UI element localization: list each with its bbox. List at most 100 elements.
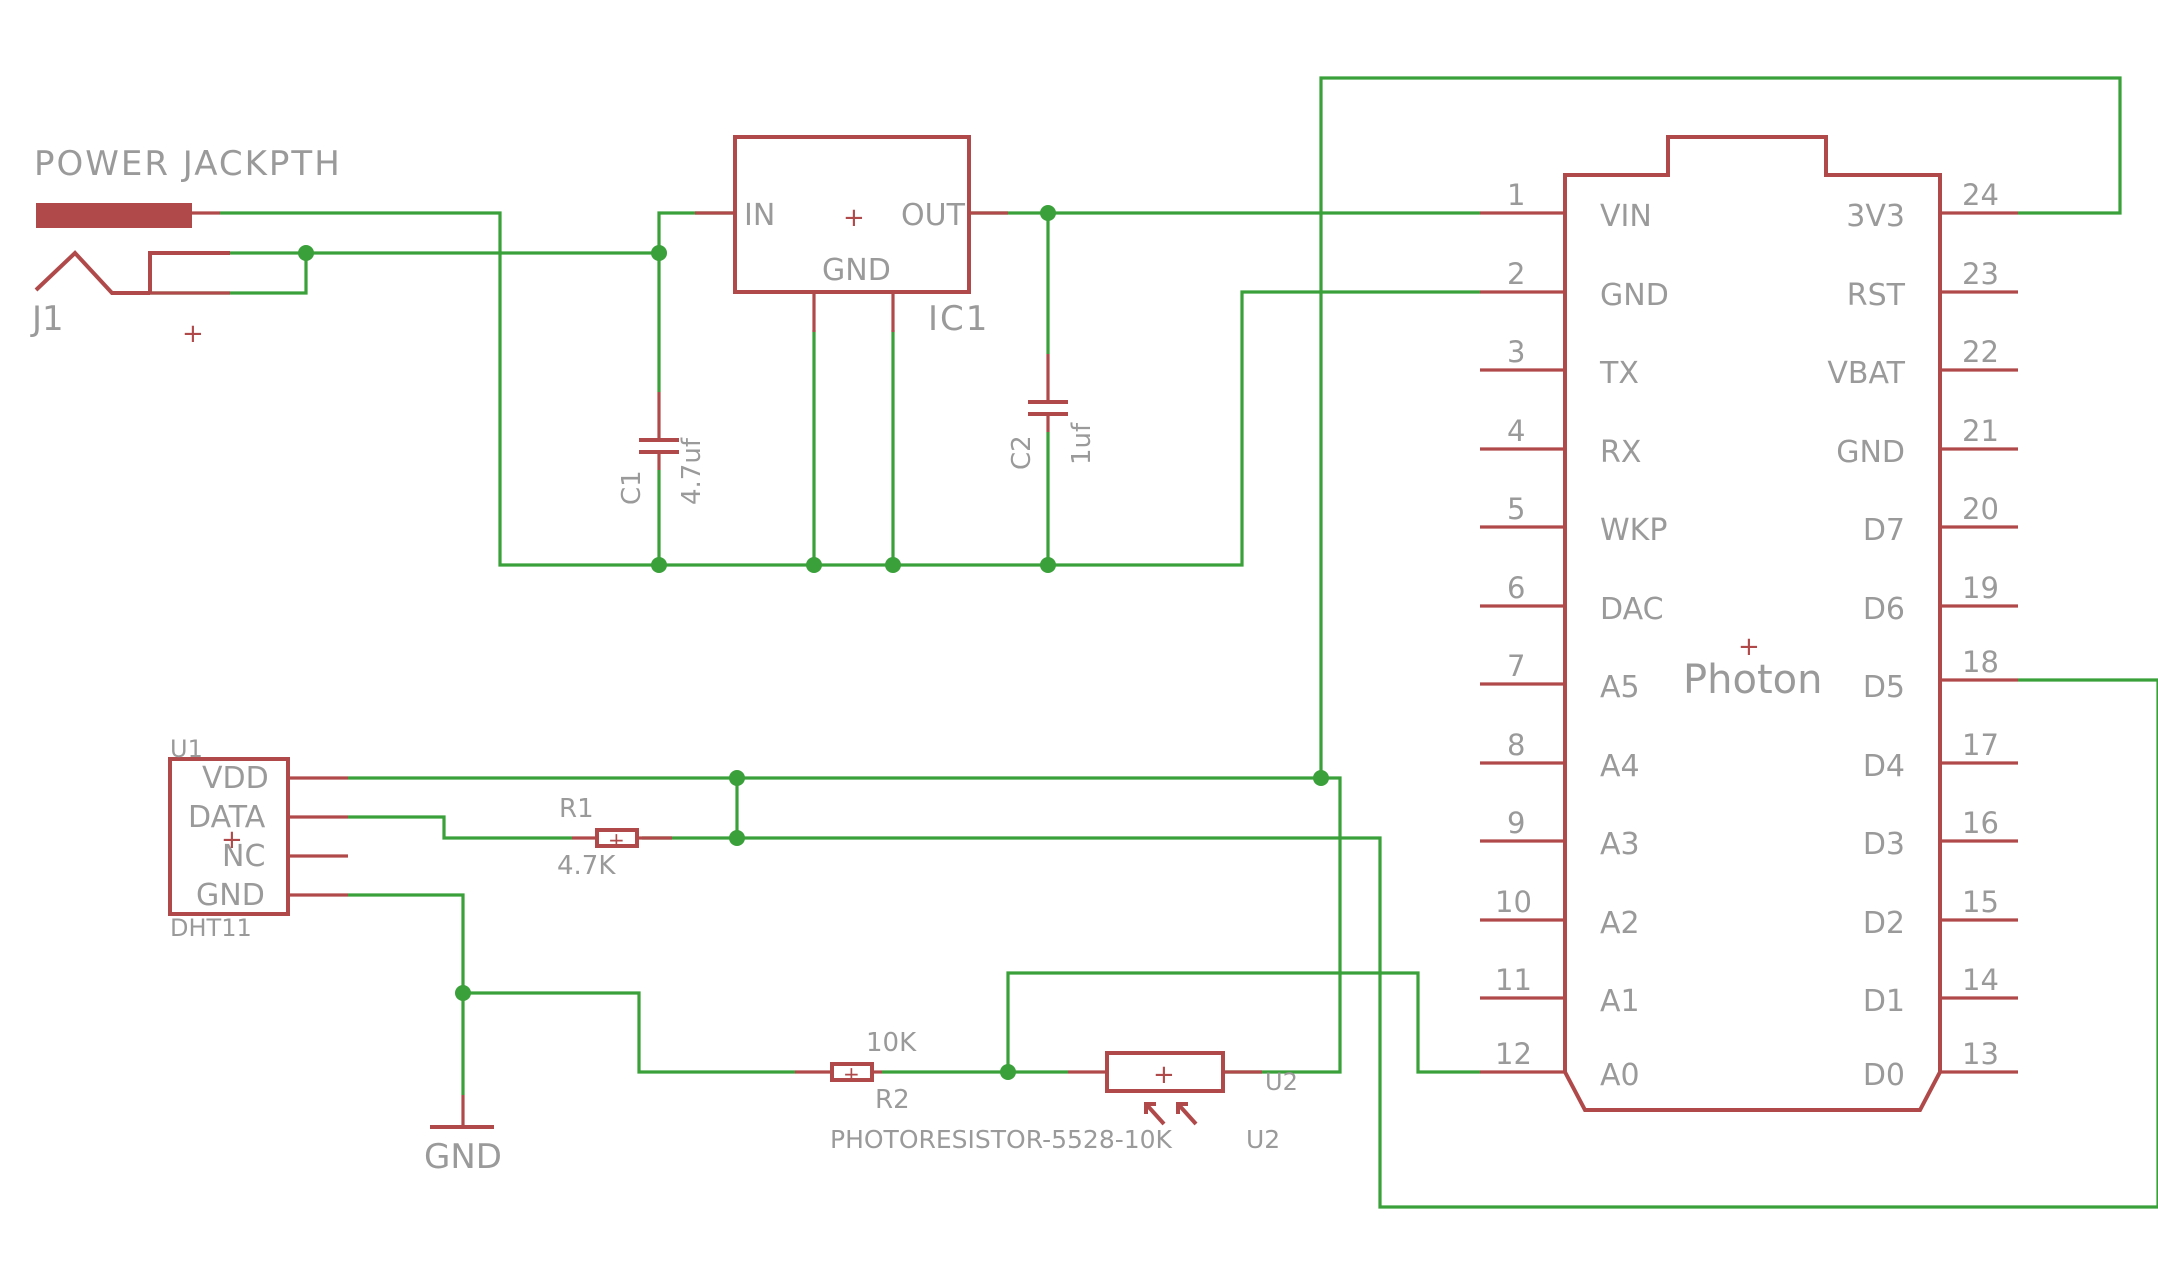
- junction: [1313, 770, 1329, 786]
- photoresistor-ref: U2: [1246, 1125, 1280, 1154]
- r1-plus: +: [608, 828, 625, 852]
- pin-name: D4: [1863, 749, 1905, 784]
- pin-number: 2: [1507, 257, 1525, 291]
- photoresistor-ref-right: U2: [1265, 1068, 1298, 1096]
- photoresistor-plus: +: [1153, 1060, 1175, 1090]
- wire-in: [657, 211, 735, 253]
- resistor-r2: + 10K R2: [795, 1028, 917, 1115]
- power-jack-ref: J1: [30, 299, 64, 339]
- pin-name: 3V3: [1846, 199, 1905, 234]
- pin-number: 21: [1962, 414, 1999, 448]
- r2-value: 10K: [866, 1028, 917, 1058]
- ground-label: GND: [424, 1137, 502, 1177]
- wire-vdd: [348, 776, 1342, 1074]
- dht11-body: [168, 757, 290, 916]
- photon-pin-left: 1 VIN: [1480, 178, 1652, 234]
- photoresistor-u2: + U2 PHOTORESISTOR-5528-10K U2: [830, 1051, 1298, 1154]
- photon-pin-right: 18 D5: [1863, 645, 2018, 705]
- pin-number: 16: [1962, 806, 1999, 840]
- junctions: [298, 205, 1329, 1080]
- regulator-gnd-label: GND: [822, 253, 891, 288]
- light-arrows-icon: [1144, 1102, 1198, 1126]
- photon-pin-left: 11 A1: [1480, 963, 1640, 1019]
- junction: [1040, 557, 1056, 573]
- pin-number: 18: [1962, 645, 1999, 679]
- regulator-plus: +: [843, 203, 865, 233]
- power-jack-j1: POWER JACKPTH J1 +: [30, 144, 340, 349]
- pin-name: A2: [1600, 906, 1640, 941]
- pin-name: A5: [1600, 670, 1640, 705]
- pin-name: DAC: [1600, 592, 1664, 627]
- c1-value: 4.7uf: [677, 437, 707, 505]
- pin-name: D1: [1863, 984, 1905, 1019]
- photon-pin-left: 12 A0: [1480, 1037, 1640, 1093]
- pin-name: A0: [1600, 1058, 1640, 1093]
- dht11-sensor: U1 VDD DATA NC GND + DHT11: [168, 735, 348, 942]
- photon-pin-left: 4 RX: [1480, 414, 1641, 470]
- pin-number: 17: [1962, 728, 1999, 762]
- pin-number: 12: [1495, 1037, 1532, 1071]
- regulator-in-label: IN: [744, 198, 775, 233]
- junction: [885, 557, 901, 573]
- c2-value: 1uf: [1067, 422, 1097, 465]
- wire-dht-gnd: [348, 893, 465, 1095]
- photon-pin-right: 21 GND: [1836, 414, 2018, 470]
- photon-pin-left: 9 A3: [1480, 806, 1640, 862]
- dht11-pin-label: DATA: [188, 800, 266, 835]
- photon-pin-right: 23 RST: [1847, 257, 2018, 313]
- photoresistor-name: PHOTORESISTOR-5528-10K: [830, 1125, 1173, 1154]
- junction: [1000, 1064, 1016, 1080]
- power-jack-pin-bar: [36, 203, 192, 228]
- junction: [298, 245, 314, 261]
- photon-pin-right: 22 VBAT: [1827, 335, 2018, 391]
- r2-plus: +: [843, 1062, 860, 1086]
- pin-name: VIN: [1600, 199, 1652, 234]
- pin-number: 24: [1962, 178, 1999, 212]
- regulator-out-label: OUT: [901, 198, 966, 233]
- photon-pin-right: 24 3V3: [1846, 178, 2018, 234]
- junction: [729, 830, 745, 846]
- capacitor-c2: C2 1uf: [1007, 354, 1097, 470]
- pin-number: 11: [1495, 963, 1532, 997]
- pin-number: 14: [1962, 963, 1999, 997]
- pin-number: 19: [1962, 571, 1999, 605]
- photon-pin-left: 7 A5: [1480, 649, 1640, 705]
- wire-data: [348, 815, 572, 840]
- junction: [651, 245, 667, 261]
- pin-name: GND: [1600, 278, 1669, 313]
- pin-name: D7: [1863, 513, 1905, 548]
- photon-pin-left: 2 GND: [1480, 257, 1669, 313]
- photon-pin-right: 13 D0: [1863, 1037, 2018, 1093]
- dht11-name: DHT11: [170, 914, 252, 942]
- regulator-ic1: IN OUT GND + IC1: [695, 135, 1008, 339]
- photon-plus: +: [1738, 632, 1760, 662]
- dht11-ref: U1: [170, 735, 203, 763]
- pin-number: 3: [1507, 335, 1525, 369]
- wire-jack-pin1: [220, 211, 1480, 567]
- pin-name: A4: [1600, 749, 1640, 784]
- photon-pin-right: 14 D1: [1863, 963, 2018, 1019]
- pin-number: 6: [1507, 571, 1525, 605]
- pin-name: TX: [1599, 356, 1639, 391]
- photon-name: Photon: [1683, 657, 1822, 703]
- photon-body: [1563, 135, 1942, 1112]
- pin-name: D6: [1863, 592, 1905, 627]
- pin-name: WKP: [1600, 513, 1667, 548]
- wire-jack-gnd: [150, 251, 308, 295]
- pin-name: A1: [1600, 984, 1640, 1019]
- photon-module: + Photon 1 VIN 2 GND 3 TX 4 RX: [1480, 135, 2018, 1112]
- c1-ref: C1: [617, 470, 647, 505]
- junction: [651, 557, 667, 573]
- photon-pin-left: 3 TX: [1480, 335, 1639, 391]
- photon-pin-right: 19 D6: [1863, 571, 2018, 627]
- resistor-r1: + R1 4.7K: [557, 794, 672, 881]
- pin-name: D2: [1863, 906, 1905, 941]
- r2-ref: R2: [875, 1085, 910, 1115]
- ground-symbol: GND: [424, 1095, 502, 1177]
- pin-name: VBAT: [1827, 356, 1905, 391]
- dht11-pin-label: NC: [222, 839, 265, 874]
- r1-value: 4.7K: [557, 851, 616, 881]
- dht11-pin-label: VDD: [202, 761, 269, 796]
- photon-pin-left: 5 WKP: [1480, 492, 1667, 548]
